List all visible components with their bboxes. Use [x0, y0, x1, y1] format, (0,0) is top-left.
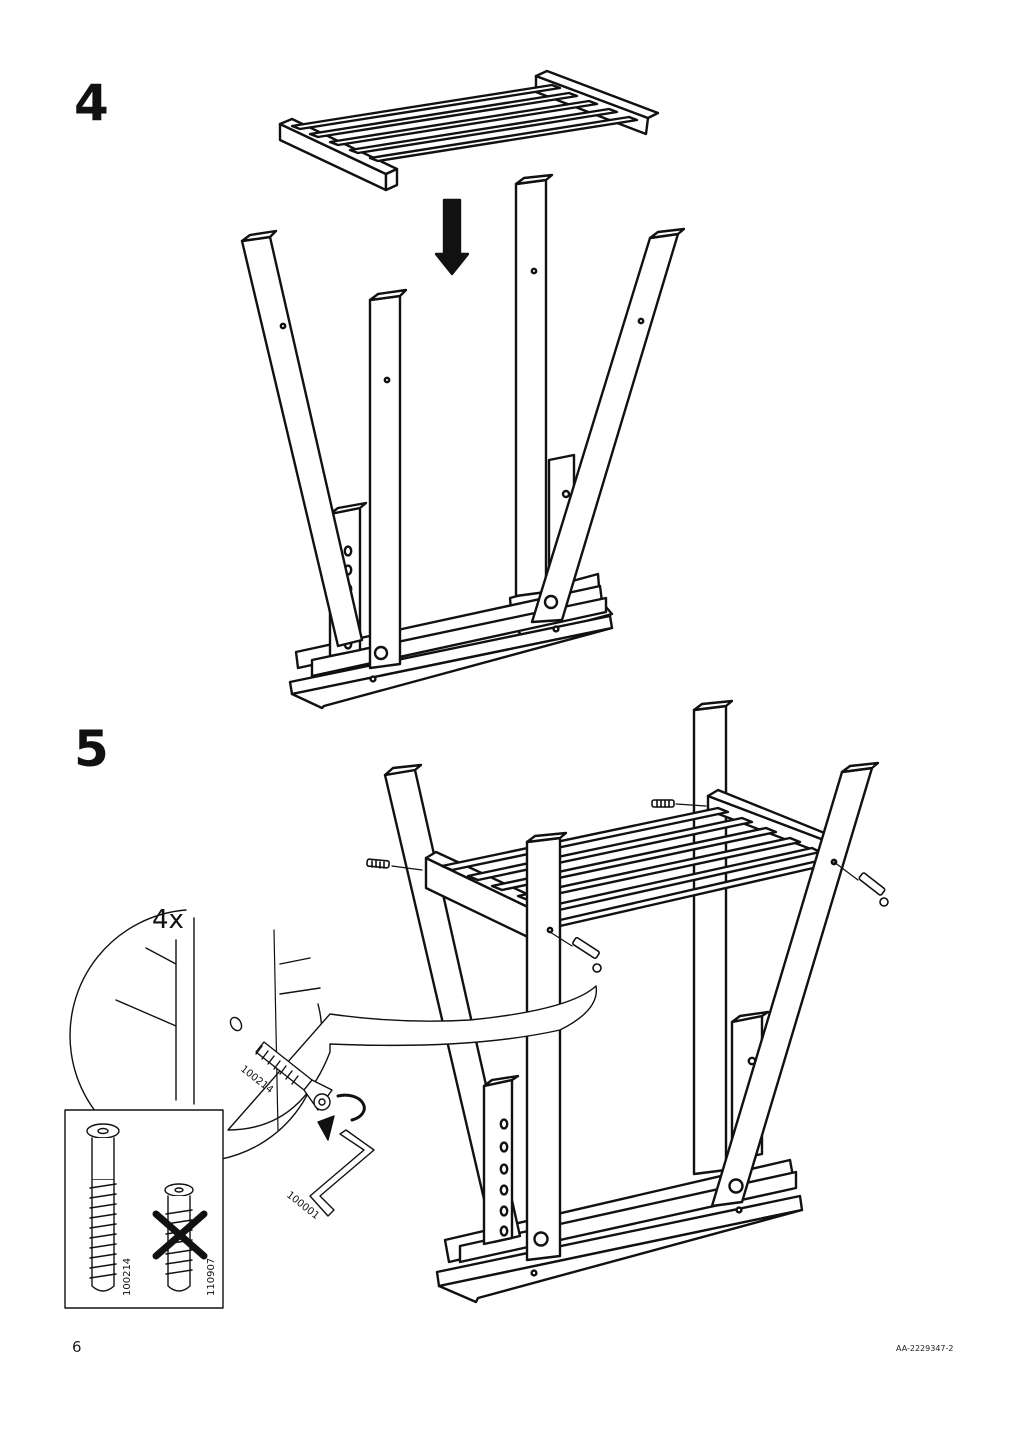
document-code: AA-2229347-2 — [896, 1344, 954, 1353]
step-5-number: 5 — [74, 720, 109, 778]
zoom-callout — [69, 909, 598, 1217]
wrong-part-label: 110907 — [206, 1258, 217, 1296]
quantity-label: 4x — [152, 905, 184, 935]
step4-shelf — [278, 69, 660, 192]
cross-icon — [152, 1210, 208, 1260]
page-number: 6 — [72, 1338, 82, 1356]
screw-detail-box — [64, 1109, 224, 1309]
screw-100214-icon — [255, 1041, 333, 1111]
screw-correct-icon — [86, 1123, 120, 1292]
step-4-number: 4 — [74, 74, 109, 132]
step4-frame — [240, 173, 686, 710]
allen-key-icon — [309, 1129, 375, 1217]
screw-wrong-icon — [164, 1183, 194, 1292]
screw-part-label: 100214 — [238, 1064, 275, 1096]
screw-icon — [833, 861, 889, 907]
down-arrow-icon — [434, 198, 470, 276]
screw-icon — [651, 799, 707, 808]
rotate-arrow-icon — [317, 1093, 366, 1141]
screw-icon — [549, 931, 602, 973]
correct-part-label: 100214 — [122, 1258, 133, 1296]
screw-icon — [366, 858, 423, 871]
step5-frame — [383, 699, 880, 1304]
